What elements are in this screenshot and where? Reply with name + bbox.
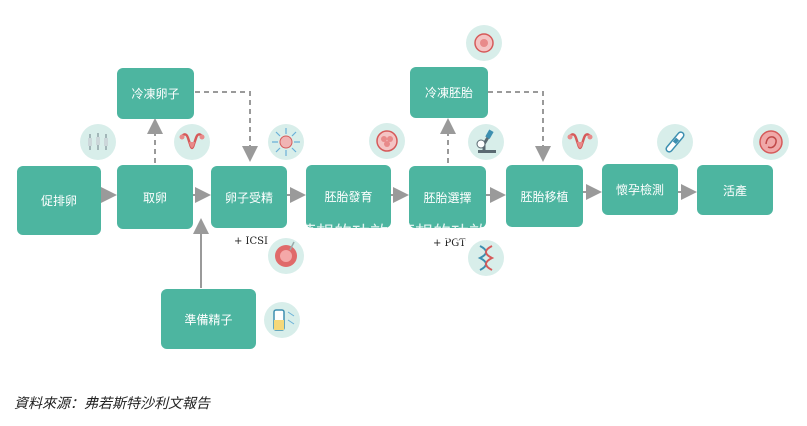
- step-embryo-selection: 胚胎選擇: [409, 166, 486, 228]
- cell-icon: [369, 123, 405, 159]
- icsi-note: + ICSI: [234, 236, 268, 247]
- watermark-text: 菜想的功效: [397, 223, 487, 244]
- step-freeze-eggs: 冷凍卵子: [117, 68, 194, 119]
- pregnancy-test-icon: [657, 124, 693, 160]
- sperm-egg-icon: [268, 124, 304, 160]
- step-freeze-embryo: 冷凍胚胎: [410, 67, 488, 118]
- step-prepare-sperm: 準備精子: [161, 289, 256, 349]
- step-egg-retrieval: 取卵: [117, 165, 193, 229]
- dna-icon: [468, 240, 504, 276]
- injection-icon: [80, 124, 116, 160]
- step-promote-ovulation: 促排卵: [17, 166, 101, 235]
- step-embryo-development: 胚胎發育: [306, 165, 391, 228]
- source-note: 資料來源：弗若斯特沙利文報告: [14, 396, 210, 412]
- ovum-icon: [268, 238, 304, 274]
- step-birth: 活產: [697, 165, 773, 215]
- watermark-text: 菜想的功效: [298, 223, 388, 244]
- microscope-icon: [468, 124, 504, 160]
- step-fertilization: 卵子受精: [211, 166, 287, 228]
- uterus-icon: [174, 124, 210, 160]
- step-pregnancy-test: 懷孕檢測: [602, 164, 678, 215]
- egg-cell-icon: [466, 25, 502, 61]
- step-embryo-transfer: 胚胎移植: [506, 165, 583, 227]
- uterus-icon: [562, 124, 598, 160]
- sperm-tube-icon: [264, 302, 300, 338]
- fetus-icon: [753, 124, 789, 160]
- pgt-note: + PGT: [433, 238, 466, 249]
